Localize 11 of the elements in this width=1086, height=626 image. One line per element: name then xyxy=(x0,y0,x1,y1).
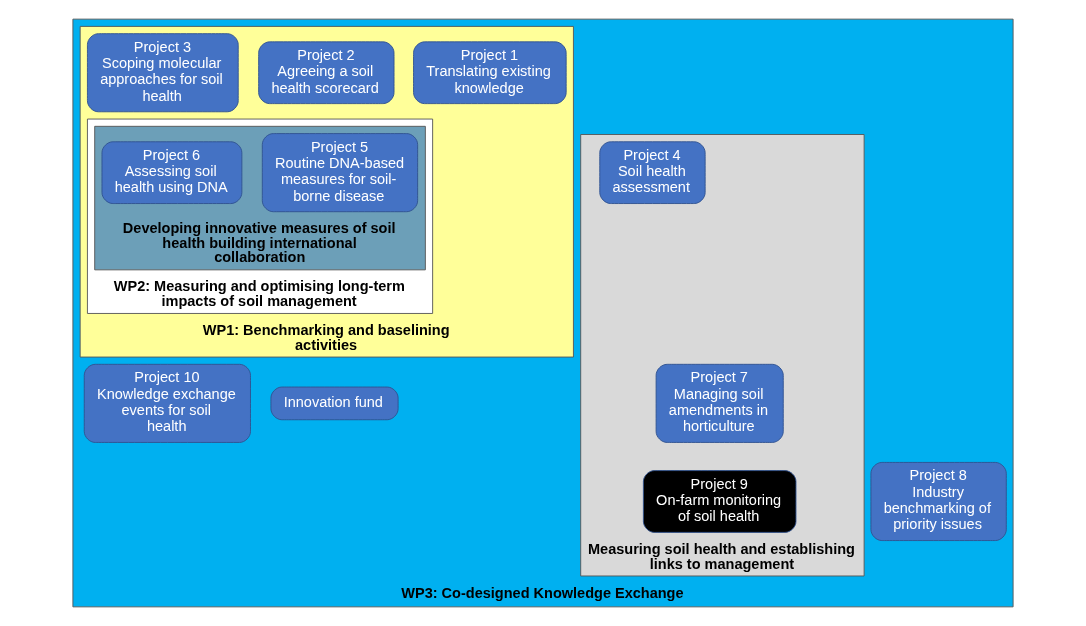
node-box: Project 4 Soil health assessment xyxy=(599,141,706,204)
node-box: Project 3 Scoping molecular approaches for soil health xyxy=(87,33,239,113)
node-box: Project 5 Routine DNA-based measures for soil-borne disease xyxy=(261,133,419,213)
node-box: Project 9 On-farm monitoring of soil health xyxy=(642,470,797,533)
node-box: Project 6 Assessing soil health using DNA xyxy=(101,141,243,204)
node-box: Project 7 Managing soil amendments in horticulture xyxy=(655,363,784,443)
node-box: Project 2 Agreeing a soil health scorecard xyxy=(258,41,395,105)
node-box: Project 1 Translating existing knowledge xyxy=(413,41,567,105)
node-box: Project 10 Knowledge exchange events for soil health xyxy=(83,363,251,443)
node-box: Project 8 Industry benchmarking of priority issues xyxy=(870,461,1007,541)
node-box: Innovation fund xyxy=(270,386,399,421)
